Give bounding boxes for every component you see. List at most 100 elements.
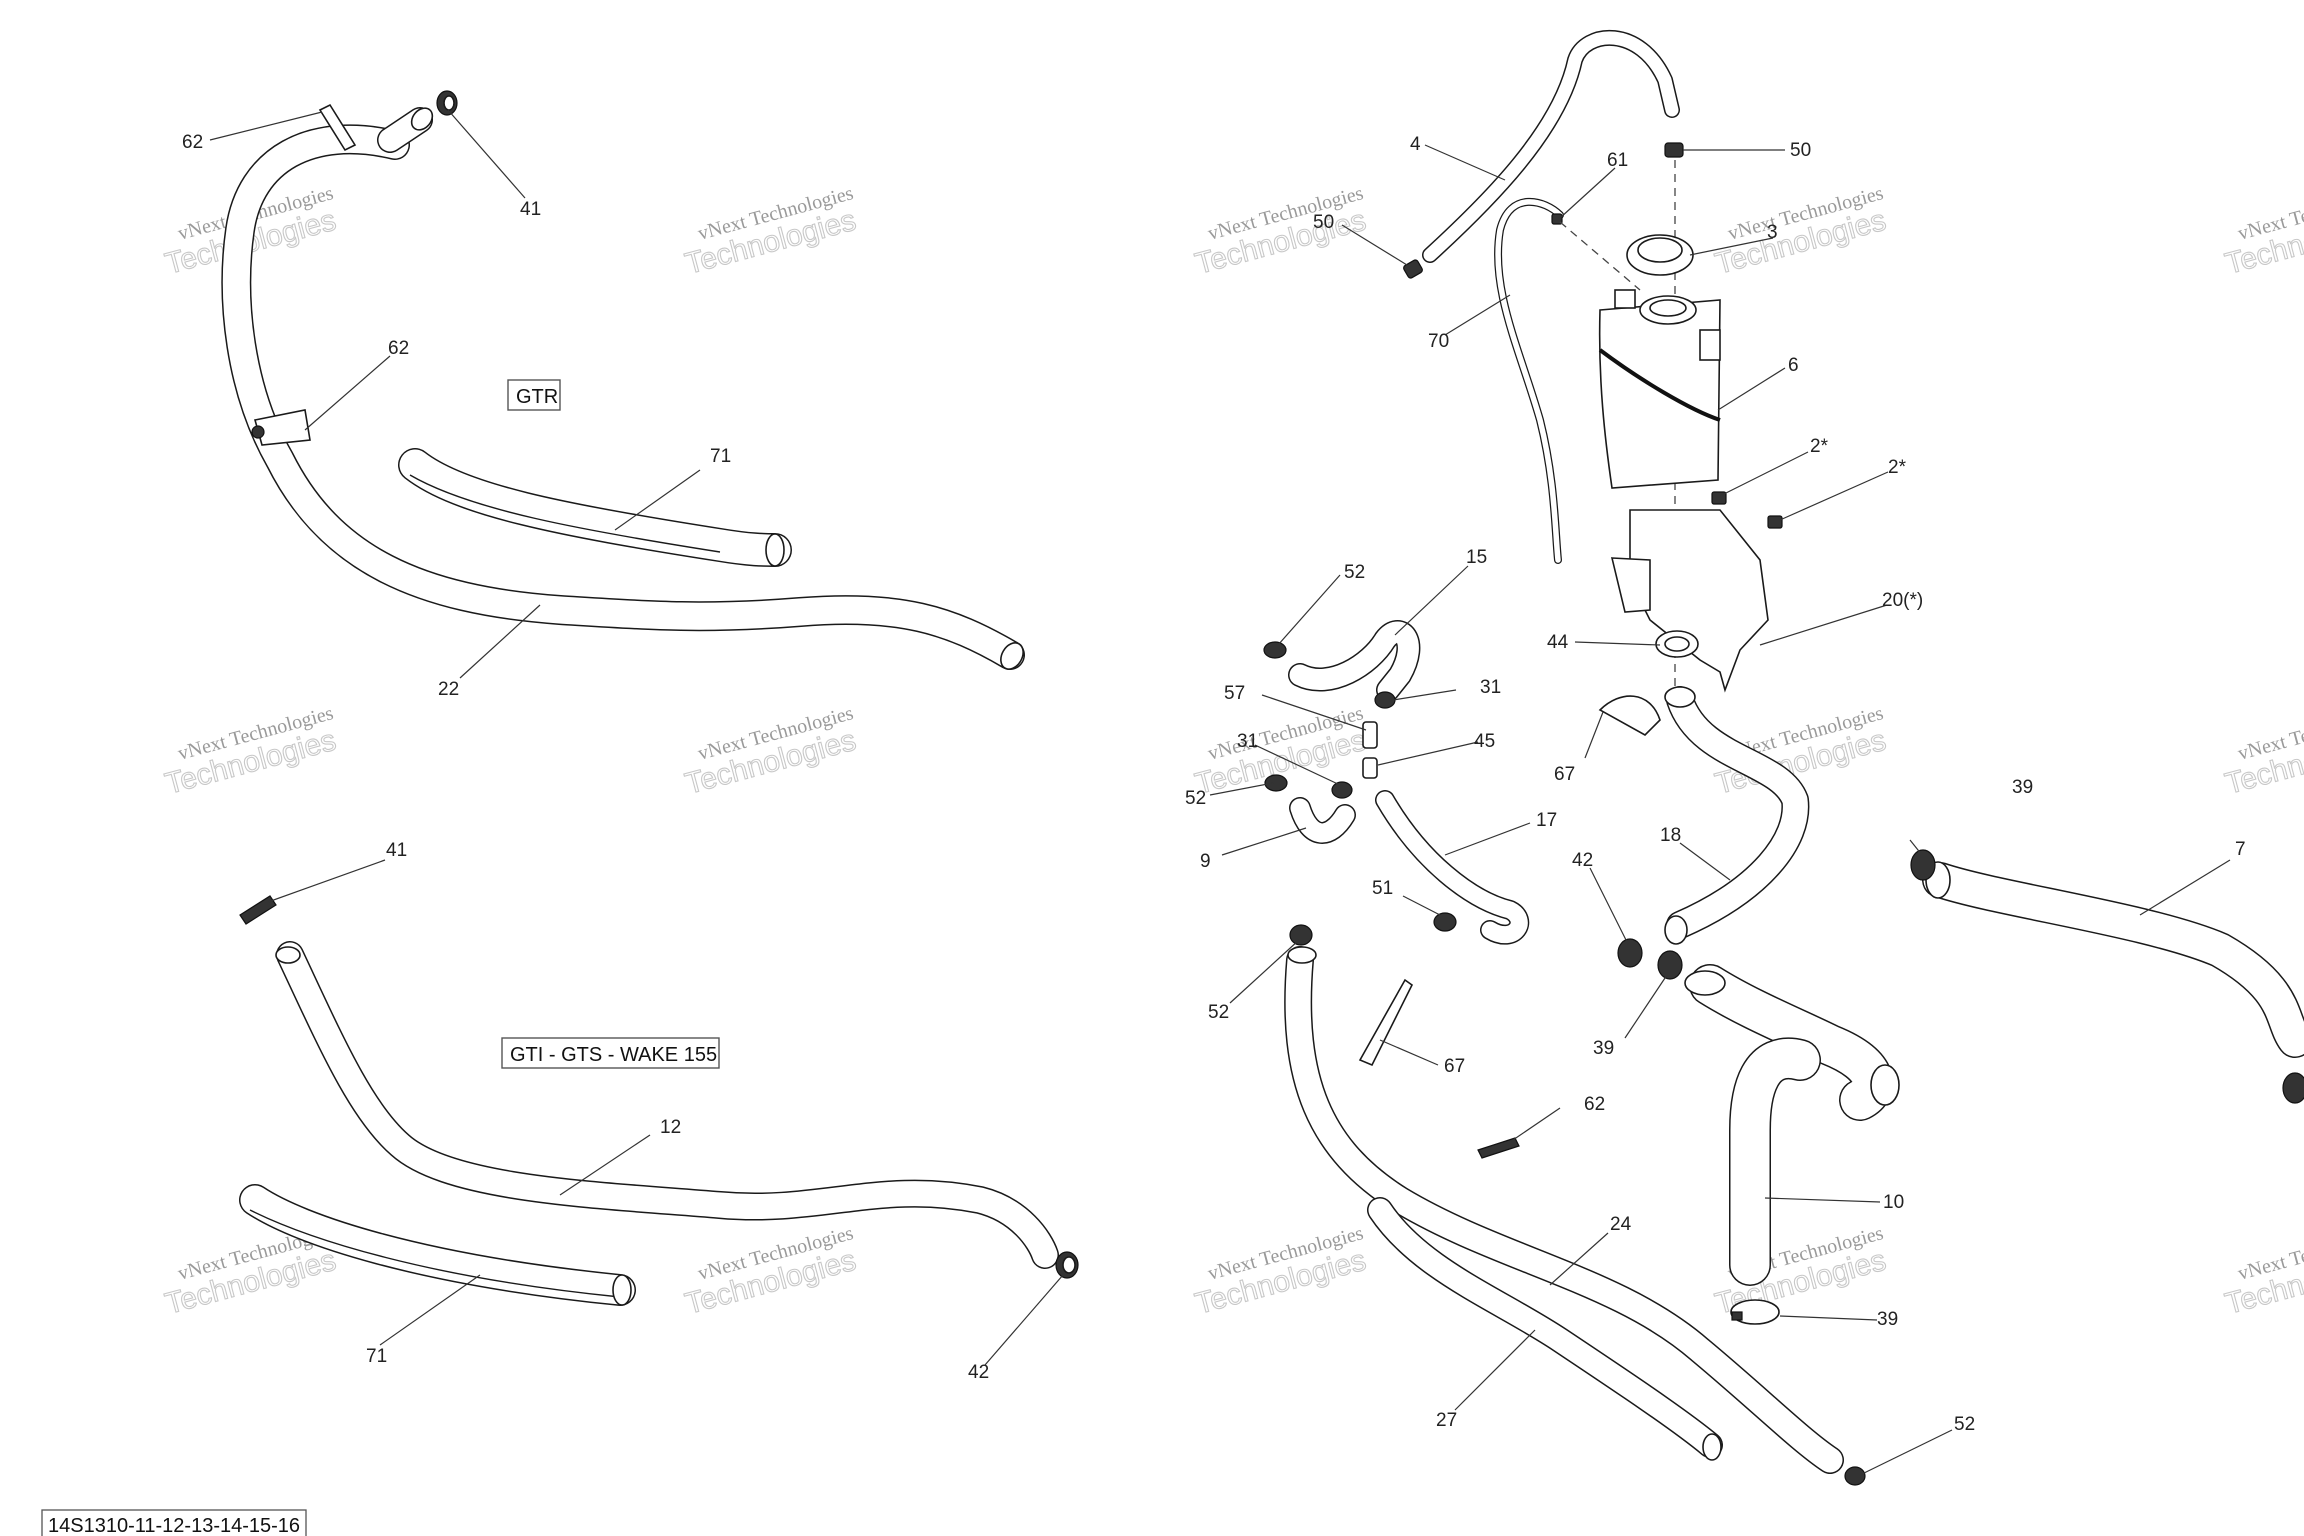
callout-label: 2* [1810, 436, 1829, 457]
watermark: vNext Technologies Technologies [2221, 1222, 2304, 1321]
hose-24 [1284, 946, 1844, 1474]
hose-4 [1422, 29, 1680, 263]
callout-label: 18 [1660, 825, 1681, 846]
clip-2-b [1767, 515, 1783, 529]
callout-label: 50 [1790, 140, 1811, 161]
callout-label: 31 [1480, 677, 1501, 698]
callout-label: 62 [388, 338, 409, 359]
callout-label: 24 [1610, 1214, 1632, 1235]
watermark: vNext Technologies Technologies [2221, 182, 2304, 281]
callout-label: 62 [1584, 1094, 1605, 1115]
callout-label: 17 [1536, 810, 1557, 831]
callout-label: 71 [710, 446, 731, 467]
callout-label: 71 [366, 1346, 387, 1367]
clamp-39-right [1910, 849, 1936, 881]
group-box-gti [501, 1037, 720, 1069]
clamp-52-left [1289, 924, 1313, 946]
callout-label: 51 [1372, 878, 1393, 899]
clamp-52-bottom [1844, 1466, 1866, 1486]
callout-label: 7 [2235, 839, 2246, 860]
callout-label: 52 [1208, 1002, 1229, 1023]
callout-label: 44 [1547, 632, 1569, 653]
callout-label: 67 [1444, 1056, 1465, 1077]
callout-label: 6 [1788, 355, 1799, 376]
clamp-41-bottom [239, 895, 277, 925]
clamp-39-mid [1657, 950, 1683, 980]
callout-label: 10 [1883, 1192, 1904, 1213]
hose-17 [1375, 790, 1530, 945]
callout-label: 20(*) [1882, 590, 1923, 611]
footer-reference: 14S1310-11-12-13-14-15-16 [48, 1515, 300, 1536]
clamp-52-top [1263, 641, 1287, 659]
watermark: vNext Technologies Technologies [161, 702, 340, 801]
callout-label: 3 [1767, 222, 1778, 243]
clamp-44 [1655, 630, 1699, 658]
clamp-50-top [1664, 142, 1684, 158]
clamp-42-right [1617, 938, 1643, 968]
group-box-gtr [507, 379, 561, 411]
hose-18 [1664, 686, 1810, 945]
watermark: vNext Technologies Technologies [681, 182, 860, 281]
watermark: vNext Technologies Technologies [1711, 182, 1890, 281]
hose-22 [221, 124, 1025, 670]
fitting-57 [1362, 721, 1378, 749]
watermark: vNext Technologies Technologies [681, 1222, 860, 1321]
callout-label: 70 [1428, 331, 1449, 352]
clamp-62-mid [251, 409, 311, 446]
hose-71-bottom [239, 1184, 636, 1306]
callout-label: 31 [1237, 731, 1258, 752]
callout-label: 39 [1877, 1309, 1898, 1330]
watermark: vNext Technologies Technologies [1191, 182, 1370, 281]
leader-lines [209, 109, 2231, 1476]
callout-label: 50 [1313, 212, 1334, 233]
clamp-31-top [1374, 691, 1396, 709]
watermark: vNext Technologies Technologies [2221, 702, 2304, 801]
clamp-51 [1433, 912, 1457, 932]
clip-67-bottom [1358, 978, 1414, 1067]
callout-label: 61 [1607, 150, 1628, 171]
dash-line-61 [1559, 221, 1641, 291]
watermark: vNext Technologies Technologies [1191, 1222, 1370, 1321]
callout-label: 39 [2012, 777, 2033, 798]
callout-label: 4 [1410, 134, 1421, 155]
callout-label: 15 [1466, 547, 1487, 568]
callout-label: 12 [660, 1117, 681, 1138]
clamp-62-right [1477, 1137, 1520, 1159]
pipe-10 [1684, 964, 1900, 1286]
clamp-31-mid [1331, 781, 1353, 799]
bracket-20 [1610, 509, 1769, 693]
hose-9 [1289, 797, 1356, 844]
callout-label: 27 [1436, 1410, 1457, 1431]
callout-label: 62 [182, 132, 203, 153]
callout-label: 41 [520, 199, 541, 220]
callout-label: 42 [1572, 850, 1593, 871]
fitting-45 [1362, 757, 1378, 779]
fitting-61 [1551, 213, 1563, 225]
clip-67-top [1598, 695, 1661, 736]
footer-box [41, 1509, 307, 1536]
callout-label: 52 [1954, 1414, 1975, 1435]
callout-label: 52 [1185, 788, 1206, 809]
clamp-right-edge [2282, 1072, 2304, 1104]
hose-27 [1367, 1197, 1723, 1461]
watermark: vNext Technologies Technologies [681, 702, 860, 801]
hose-12 [275, 941, 1059, 1269]
hose-7 [1922, 861, 2304, 1058]
callout-label: 57 [1224, 683, 1245, 704]
callout-label: 2* [1888, 457, 1907, 478]
cap-3 [1626, 234, 1694, 276]
group-label-gti: GTI - GTS - WAKE 155 [510, 1044, 717, 1066]
callout-label: 45 [1474, 731, 1495, 752]
callout-label: 41 [386, 840, 407, 861]
clamp-42-bottom [1055, 1251, 1079, 1279]
callout-label: 67 [1554, 764, 1575, 785]
callout-label: 39 [1593, 1038, 1614, 1059]
hose-end-top [377, 107, 434, 153]
reservoir-6 [1598, 289, 1721, 489]
clamp-62-top [318, 103, 357, 152]
callout-label: 52 [1344, 562, 1365, 583]
clamp-41-top [436, 90, 458, 116]
callout-label: 42 [968, 1362, 989, 1383]
clamp-39-bottom [1730, 1299, 1780, 1325]
